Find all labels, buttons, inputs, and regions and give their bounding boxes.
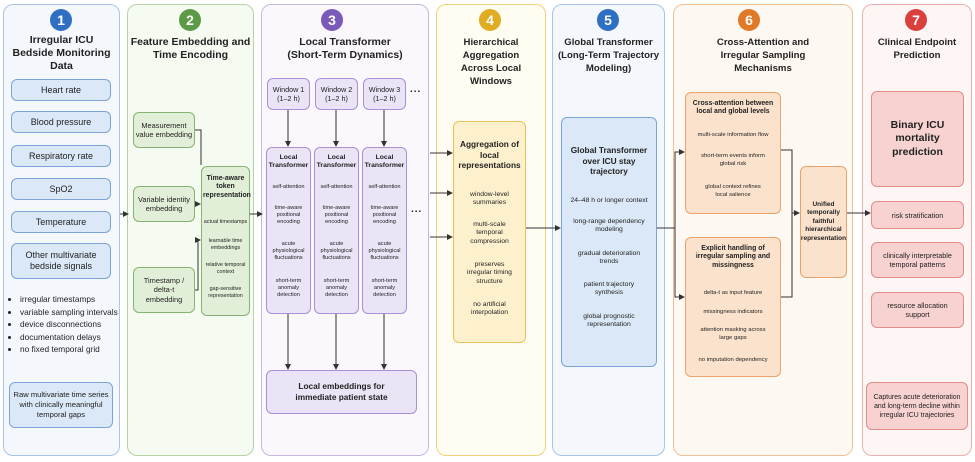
irr-missingness: missingness indicators [703,309,763,315]
token-item-learnable-time: learnable time embeddings [208,238,243,251]
signal-other-multivariate: Other multivariate bedside signals [11,243,111,279]
local-transformer-1 [266,147,311,314]
aggregation-title: Aggregation of local representations [458,139,521,170]
column-3-title: Local Transformer (Short-Term Dynamics) [287,36,403,61]
interpretable-patterns-box: clinically interpretable temporal patter… [871,242,964,278]
irr-attention-masking: attention masking across large gaps [700,327,766,341]
agg-no-interpolation: no artificial interpolation [470,301,509,317]
column-2-title: Feature Embedding and Time Encoding [130,36,251,61]
cross-attention-box [685,92,781,214]
global-transformer-title: Global Transformer over ICU stay traject… [570,145,648,176]
signal-spo2: SpO2 [11,178,111,200]
step-badge-7: 7 [905,9,927,31]
agg-preserves-timing: preserves irregular timing structure [467,261,512,285]
lt2-positional-encoding: time-aware positional encoding [322,205,351,226]
data-characteristics-list: irregular timestamps variable sampling i… [8,293,128,356]
timestamp-delta-t-embedding: Timestamp / delta-t embedding [133,267,195,313]
column-4-title: Hierarchical Aggregation Across Local Wi… [460,37,522,87]
lt1-anomaly-detection: short-term anomaly detection [275,278,302,299]
windows-ellipsis: ... [410,84,422,95]
gt-prognostic: global prognostic representation [583,313,635,329]
lt2-acute-fluctuations: acute physiological fluctuations [320,241,353,262]
column-5-title: Global Transformer (Long-Term Trajectory… [557,37,660,74]
global-transformer-box [561,117,657,367]
lt2-anomaly-detection: short-term anomaly detection [323,278,350,299]
lt2-self-attention: self-attention [320,184,353,190]
lt3-positional-encoding: time-aware positional encoding [370,205,399,226]
lt1-acute-fluctuations: acute physiological fluctuations [272,241,305,262]
lt3-self-attention: self-attention [368,184,401,190]
signal-heart-rate: Heart rate [11,79,111,101]
irregular-sampling-title: Explicit handling of irregular sampling … [695,245,771,269]
lt1-self-attention: self-attention [272,184,305,190]
mortality-prediction-box: Binary ICU mortality prediction [871,91,964,187]
irr-delta-t: delta-t as input feature [703,290,763,296]
variable-identity-embedding: Variable identity embedding [133,186,195,222]
window-3: Window 3 (1–2 h) [363,78,406,110]
step-badge-6: 6 [738,9,760,31]
local-transformer-2-title: Local Transformer [316,154,357,170]
local-embeddings-box: Local embeddings for immediate patient s… [266,370,417,414]
local-transformer-2 [314,147,359,314]
measurement-value-embedding: Measurement value embedding [133,112,195,148]
column-7-title: Clinical Endpoint Prediction [877,37,957,61]
time-aware-token-title: Time-aware token representation [203,175,251,199]
local-transformer-3 [362,147,407,314]
step-badge-4: 4 [479,9,501,31]
gt-deterioration: gradual deterioration trends [577,250,641,266]
step-badge-5: 5 [597,9,619,31]
signal-blood-pressure: Blood pressure [11,111,111,133]
window-1: Window 1 (1–2 h) [267,78,310,110]
agg-multi-scale: multi-scale temporal compression [470,221,509,245]
aggregation-box [453,121,526,343]
local-transformer-3-title: Local Transformer [364,154,405,170]
bullet-item: irregular timestamps [20,293,128,306]
column-7 [862,4,972,456]
step-badge-1: 1 [50,9,72,31]
transformers-ellipsis-upper: ... [411,204,423,215]
cross-attention-title: Cross-attention between local and global… [692,100,774,116]
raw-time-series-box: Raw multivariate time series with clinic… [9,382,113,428]
signal-temperature: Temperature [11,211,111,233]
step-badge-3: 3 [321,9,343,31]
irr-no-imputation: no imputation dependency [698,357,768,363]
signal-respiratory-rate: Respiratory rate [11,145,111,167]
step-badge-2: 2 [179,9,201,31]
bullet-item: no fixed temporal grid [20,343,128,356]
agg-window-summaries: window-level summaries [470,191,509,207]
gt-context: 24–48 h or longer context [570,197,648,204]
local-transformer-1-title: Local Transformer [268,154,309,170]
lt1-positional-encoding: time-aware positional encoding [274,205,303,226]
time-aware-token-box [201,166,250,316]
window-2: Window 2 (1–2 h) [315,78,358,110]
token-item-relative-context: relative temporal context [205,262,246,275]
column-6-title: Cross-Attention and Irregular Sampling M… [716,37,810,74]
bullet-item: device disconnections [20,318,128,331]
column-1-title: Irregular ICU Bedside Monitoring Data [12,34,111,72]
bullet-item: variable sampling intervals [20,306,128,319]
lt3-anomaly-detection: short-term anomaly detection [371,278,398,299]
ca-short-term: short-term events inform global risk [701,153,765,167]
token-item-actual-timestamps: actual timestamps [203,219,248,225]
ca-multi-scale: multi-scale information flow [697,132,769,138]
risk-stratification-box: risk stratification [871,201,964,229]
resource-allocation-box: resource allocation support [871,292,964,328]
irregular-sampling-box [685,237,781,377]
gt-trajectory-synthesis: patient trajectory synthesis [583,281,635,297]
lt3-acute-fluctuations: acute physiological fluctuations [368,241,401,262]
acute-deterioration-box: Captures acute deterioration and long-te… [866,382,968,430]
bullet-item: documentation delays [20,331,128,344]
ca-global-context: global context refines local salience [705,184,761,198]
token-item-gap-sensitive: gap-sensitive representation [208,286,243,299]
gt-long-range: long-range dependency modeling [573,218,645,234]
unified-representation-box: Unified temporally faithful hierarchical… [800,166,847,278]
